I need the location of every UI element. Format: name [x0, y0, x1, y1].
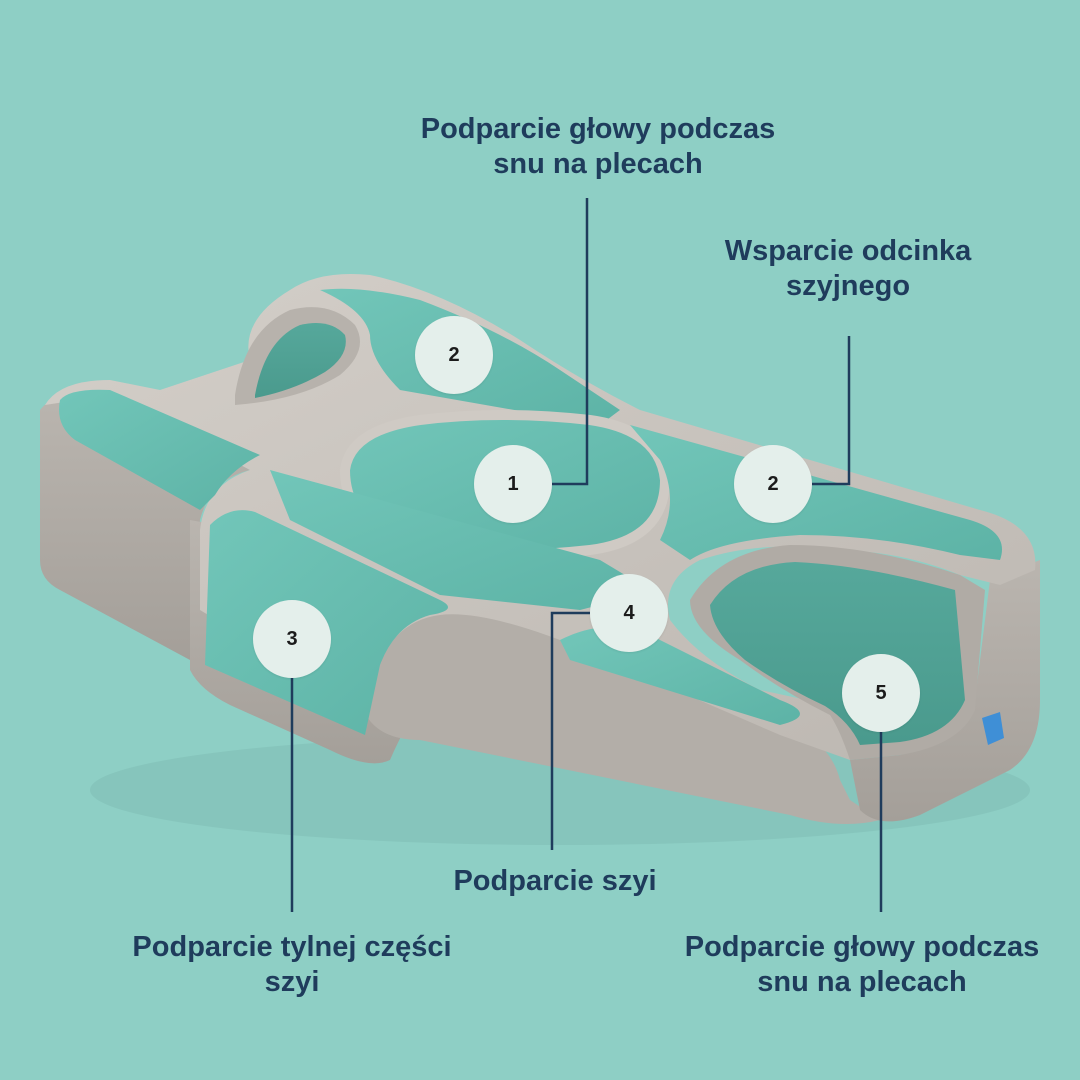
- pillow-body: [40, 274, 1040, 824]
- label-bottom-center: Podparcie szyi: [405, 864, 705, 899]
- label-top-center: Podparcie głowy podczas snu na plecach: [378, 112, 818, 183]
- badge-2-left-wing: 2: [415, 316, 493, 394]
- label-top-right-line-1: Wsparcie odcinka: [724, 235, 972, 267]
- connector-1: [552, 198, 589, 486]
- teal-neck-bridge: [270, 470, 650, 610]
- label-top-right: Wsparcie odcinka szyjnego: [698, 234, 998, 305]
- pillow-right-front-side: [360, 610, 880, 824]
- badge-1-center: 1: [474, 445, 552, 523]
- teal-right-wing: [630, 425, 1002, 560]
- badge-3-back-neck: 3: [253, 600, 331, 678]
- badge-2-right-wing: 2: [734, 445, 812, 523]
- badge-4-neck: 4: [590, 574, 668, 652]
- connector-2-right: [812, 336, 851, 486]
- label-bottom-left: Podparcie tylnej części szyi: [102, 930, 482, 1001]
- label-top-center-line-1: Podparcie głowy podczas: [420, 113, 776, 145]
- label-bottom-center-line-1: Podparcie szyi: [453, 865, 657, 897]
- label-bottom-left-line-2: szyi: [264, 966, 320, 999]
- label-top-center-line-2: snu na plecach: [493, 148, 703, 181]
- teal-left-strip: [59, 389, 260, 510]
- label-bottom-left-line-1: Podparcie tylnej części: [132, 931, 452, 963]
- label-bottom-right-line-1: Podparcie głowy podczas: [684, 931, 1040, 963]
- teal-right-front: [560, 626, 800, 725]
- pillow-tag: [982, 712, 1004, 745]
- connector-4: [550, 611, 590, 850]
- connector-lines: [290, 198, 883, 912]
- left-hollow-teal: [255, 322, 346, 398]
- label-bottom-right: Podparcie głowy podczas snu na plecach: [652, 930, 1072, 1001]
- badge-5-head-rest: 5: [842, 654, 920, 732]
- label-bottom-right-line-2: snu na plecach: [757, 966, 967, 999]
- pillow-right-block-side: [850, 560, 1040, 822]
- label-top-right-line-2: szyjnego: [785, 270, 911, 303]
